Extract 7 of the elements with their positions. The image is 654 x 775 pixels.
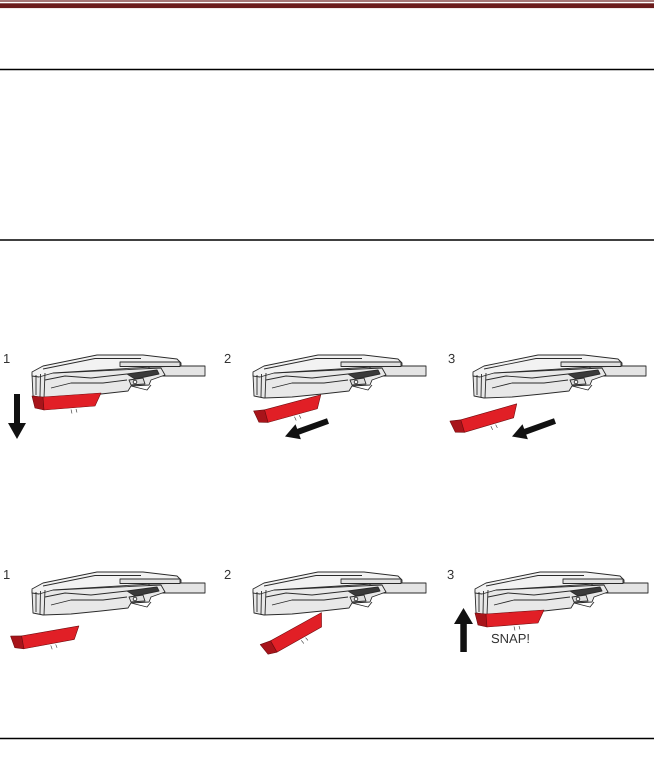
- step-number: 2: [224, 568, 232, 581]
- step-number: 2: [224, 352, 232, 365]
- step-number: 1: [3, 568, 10, 581]
- step-number: 1: [3, 352, 10, 365]
- step-number: 3: [447, 568, 454, 581]
- callout-text: SNAP!: [491, 632, 530, 645]
- step-number: 3: [448, 352, 456, 365]
